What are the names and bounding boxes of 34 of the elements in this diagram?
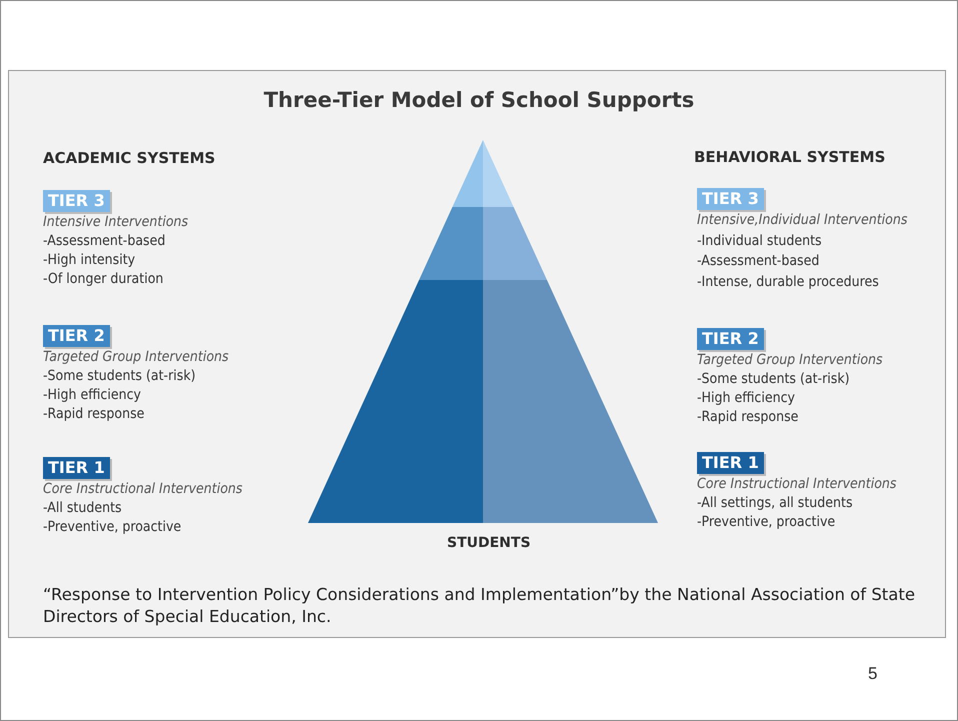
- tier-subtitle: Intensive Interventions: [43, 214, 188, 230]
- tier-subtitle: Intensive,Individual Interventions: [697, 212, 908, 228]
- bullet-item: -High efficiency: [697, 390, 795, 406]
- tier-badge: TIER 1: [43, 457, 110, 479]
- column-heading: ACADEMIC SYSTEMS: [43, 149, 216, 167]
- bullet-item: -High intensity: [43, 252, 136, 268]
- tier-badge: TIER 3: [697, 188, 764, 210]
- tier-subtitle: Core Instructional Interventions: [697, 476, 896, 492]
- bullet-item: -High efficiency: [43, 387, 141, 403]
- tier-subtitle: Targeted Group Interventions: [697, 352, 883, 368]
- bullet-item: -Assessment-based: [697, 253, 820, 269]
- tier-subtitle: Core Instructional Interventions: [43, 481, 242, 497]
- bullet-item: -Some students (at-risk): [697, 371, 850, 387]
- caption: “Response to Intervention Policy Considerations and Implementation”by the National Association of State Directors of Special Education, Inc.: [43, 584, 916, 628]
- bullet-item: -Assessment-based: [43, 233, 166, 249]
- bullet-item: -Individual students: [697, 232, 822, 248]
- tier-badge: TIER 3: [43, 190, 110, 212]
- column-heading: BEHAVIORAL SYSTEMS: [694, 148, 886, 166]
- bullet-item: -Preventive, proactive: [697, 514, 836, 530]
- tier-subtitle: Targeted Group Interventions: [43, 349, 229, 365]
- page-number: 5: [868, 664, 878, 684]
- bullet-item: -Of longer duration: [43, 271, 164, 287]
- bullet-item: -Preventive, proactive: [43, 519, 182, 535]
- bullet-item: -All students: [43, 500, 122, 516]
- tier-badge: TIER 2: [697, 328, 764, 350]
- bullet-item: -Intense, durable procedures: [697, 274, 879, 290]
- tier-badge: TIER 2: [43, 325, 110, 347]
- bullet-item: -Rapid response: [43, 406, 144, 422]
- bullet-item: -Rapid response: [697, 409, 798, 425]
- bullet-item: -All settings, all students: [697, 495, 853, 511]
- axis-label: STUDENTS: [447, 535, 531, 551]
- bullet-item: -Some students (at-risk): [43, 368, 196, 384]
- tier-badge: TIER 1: [697, 452, 764, 474]
- title: Three-Tier Model of School Supports: [262, 88, 696, 112]
